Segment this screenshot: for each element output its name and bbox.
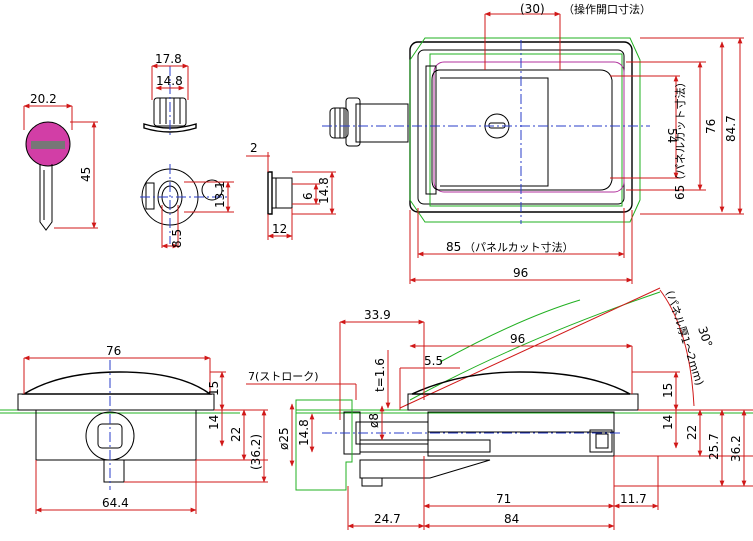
washer-view: 2 6 14.8 12 [246,141,336,240]
right-dim-33-9-label: 33.9 [364,308,391,322]
left-width-76-label: 76 [106,344,121,358]
handle-plate [431,69,613,191]
dim-54-label: 54 [665,128,679,143]
dim-84-7-label: 84.7 [724,115,738,142]
dim-96-top-label: 96 [513,266,528,280]
left-dim-22-label: 22 [229,427,243,442]
washer-dim-14-8-label: 14.8 [317,177,331,204]
left-dim-36-2-label: (36.2) [249,434,263,470]
panel-cut-outline [409,37,641,223]
cyl-dim-17-8-label: 17.8 [155,52,182,66]
cyl-dim-13-1-label: 13.1 [213,181,227,208]
key-width-label: 20.2 [30,92,57,106]
right-dim-84-label: 84 [504,512,519,526]
right-dim-14-label: 14 [661,415,675,430]
opening-dim-label: (30) [520,2,545,16]
right-dim-24-7-label: 24.7 [374,512,401,526]
cyl-dim-8-5-label: 8.5 [170,229,184,248]
t-1-6-label: t=1.6 [373,358,387,392]
right-dim-25-7-label: 25.7 [707,433,721,460]
panel-cut-h-note-label: （パネルカット寸法） [673,76,687,186]
right-dim-5-5-label: 5.5 [424,354,443,368]
right-handle-dome [411,371,631,395]
side-view-right: 30° (パネル厚1〜2mm) 33.9 96 5.5 t=1.6 [246,287,753,530]
opening-note-label: （操作開口寸法） [563,2,651,16]
handle-outline [433,61,625,193]
key-blade [39,164,53,231]
left-dim-14-label: 14 [207,415,221,430]
mounting-boss [355,103,409,143]
right-dim-15-label: 15 [661,383,675,398]
phi-8-label: ø8 [367,413,381,428]
side-view-left: 76 15 14 22 (36.2) 64.4 [0,344,268,514]
left-dim-15-label: 15 [207,381,221,396]
top-view: (30) （操作開口寸法） 54 65 （パネルカット寸法） 76 84.7 8… [322,2,744,284]
phi-25-label: ø25 [277,427,291,450]
left-dim-64-4-label: 64.4 [102,496,129,510]
key-height-label: 45 [79,167,93,182]
panel-cut-h-dim-label: 65 [673,185,687,200]
stroke-outline [295,399,353,491]
cylinder-section-view: 13.1 8.5 [140,164,234,249]
right-dim-96-label: 96 [510,332,525,346]
right-dim-71-label: 71 [496,492,511,506]
cyl-dim-14-8-label: 14.8 [156,74,183,88]
right-dim-22-label: 22 [685,425,699,440]
left-handle-dome [21,371,213,395]
right-dim-14-8-label: 14.8 [297,419,311,446]
washer-thickness-label: 2 [250,141,258,155]
cylinder-front-view: 17.8 14.8 [143,52,197,136]
right-dim-11-7-label: 11.7 [620,492,647,506]
panel-cut-w-note-label: （パネルカット寸法） [464,240,574,254]
dim-76-label: 76 [704,119,718,134]
washer-dim-12-label: 12 [272,222,287,236]
angle-30-label: 30° [695,325,715,350]
key-view: 20.2 45 [23,92,98,231]
washer-dim-6-label: 6 [301,192,315,200]
stroke-label: 7(ストローク) [248,370,319,383]
panel-cut-w-dim-label: 85 [446,240,461,254]
right-dim-36-2-label: 36.2 [729,435,743,462]
